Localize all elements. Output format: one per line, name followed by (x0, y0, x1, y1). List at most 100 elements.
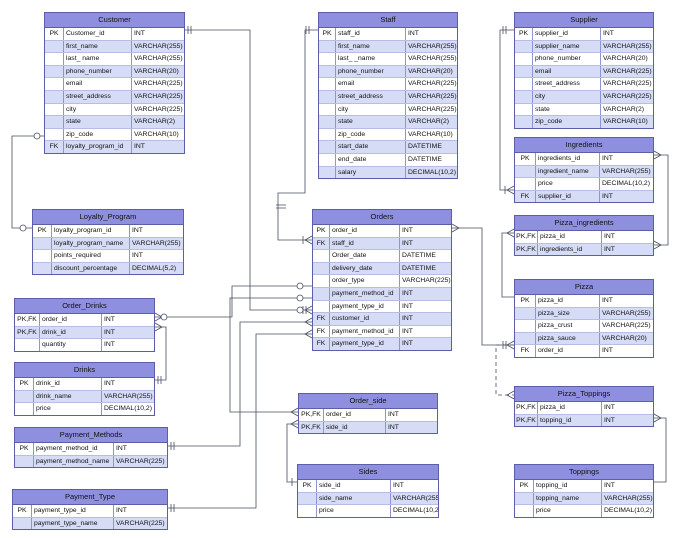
key-cell: PK (313, 225, 330, 237)
key-cell: FK (313, 237, 330, 250)
attribute-name: payment_method_id (329, 325, 400, 338)
entity-title: Order_Drinks (15, 299, 154, 314)
attribute-type: INT (393, 482, 404, 489)
attribute-name: salary (335, 166, 406, 179)
key-cell (298, 492, 317, 505)
attribute-type: DECIMAL(10,2) (602, 180, 650, 188)
attribute-type: DECIMAL(5,2) (132, 264, 177, 272)
